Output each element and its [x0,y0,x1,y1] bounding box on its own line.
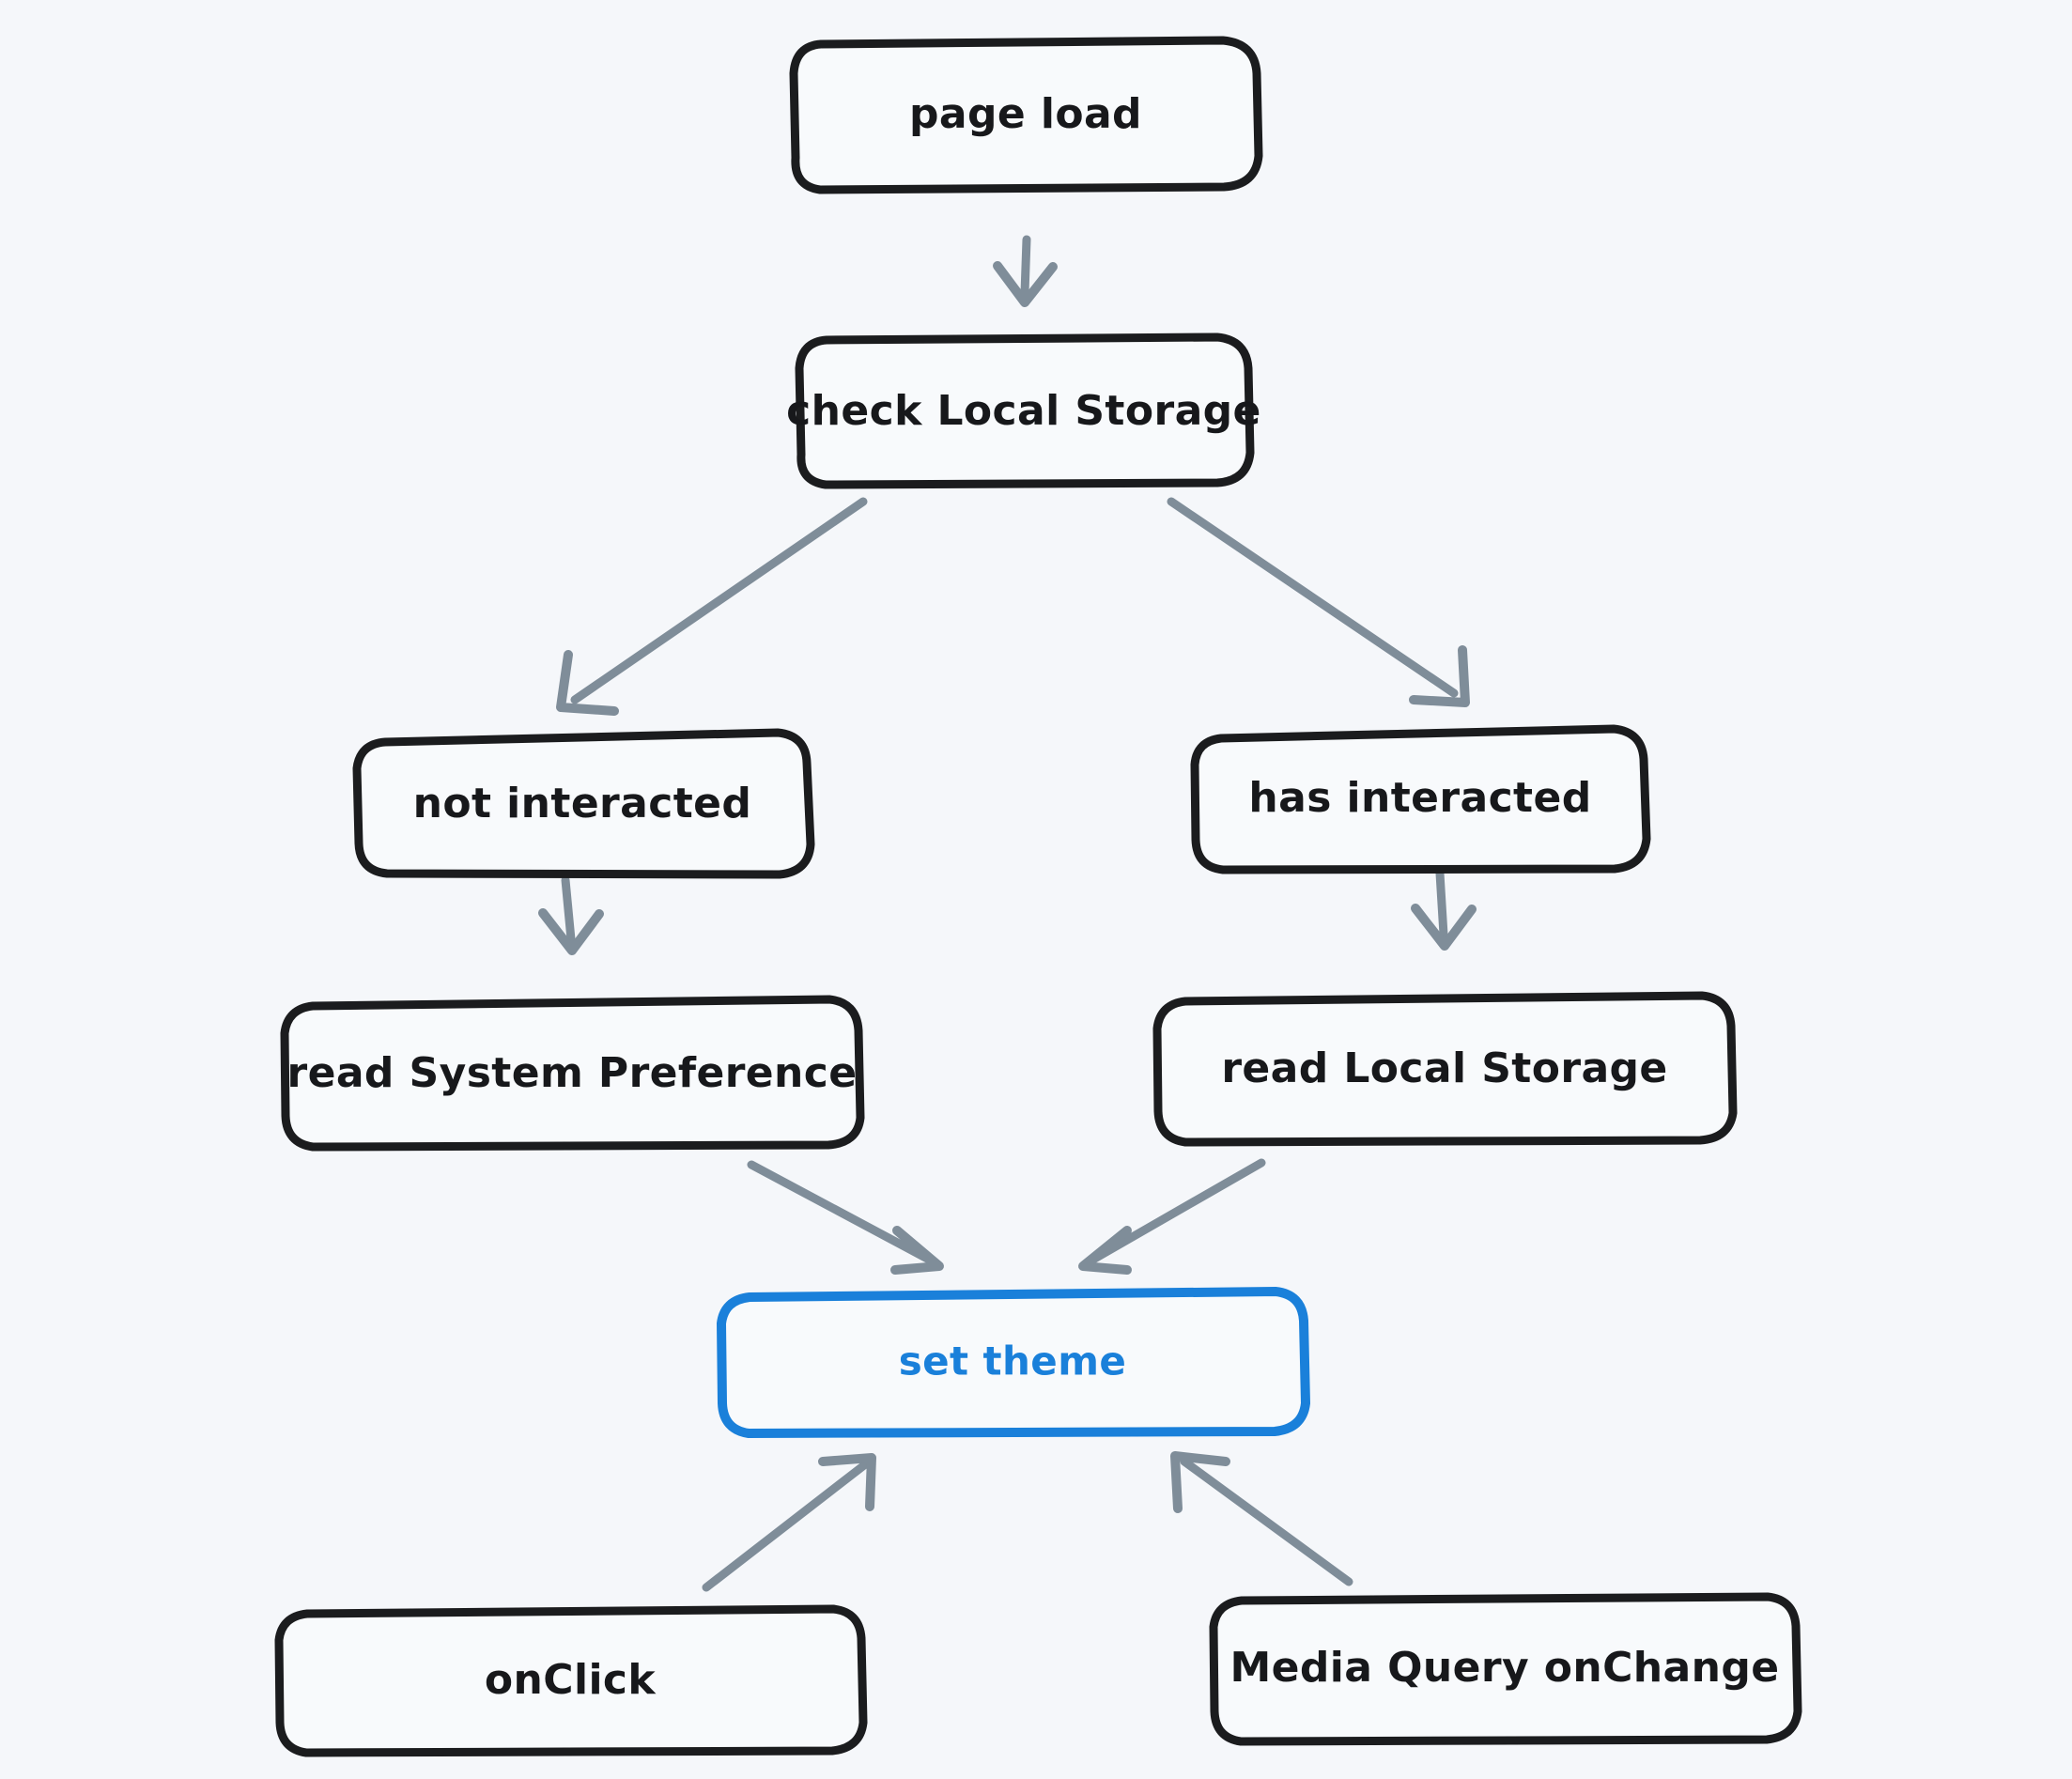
nodes-group: page load check Local Storage not intera… [274,36,1802,1757]
node-read-local-storage-label: read Local Storage [1221,1044,1667,1092]
node-onclick[interactable]: onClick [274,1604,868,1757]
edge-check-local-to-has-interacted [1167,497,1470,707]
node-page-load[interactable]: page load [789,36,1263,194]
node-read-local-storage[interactable]: read Local Storage [1152,991,1738,1147]
node-set-theme[interactable]: set theme [717,1287,1310,1438]
node-set-theme-label: set theme [899,1338,1127,1385]
node-check-local-storage-shape [795,333,1255,489]
node-page-load-shape [789,36,1263,194]
edge-media-query-to-set-theme [1170,1451,1353,1586]
node-has-interacted-shape [1190,724,1651,874]
edge-check-local-to-not-interacted [556,497,868,716]
node-set-theme-shape [717,1287,1310,1438]
node-media-query-onchange-label: Media Query onChange [1229,1644,1779,1692]
node-not-interacted[interactable]: not interacted [352,728,815,879]
edges-group [538,235,1477,1592]
edge-page-load-to-check-local [993,235,1058,307]
node-not-interacted-label: not interacted [413,780,752,828]
node-onclick-label: onClick [485,1656,657,1704]
edge-not-interacted-to-read-system-pref [538,875,604,955]
node-read-system-preference-label: read System Preference [286,1049,857,1097]
node-read-system-preference[interactable]: read System Preference [280,995,865,1152]
node-check-local-storage[interactable]: check Local Storage [786,333,1261,489]
edge-has-interacted-to-read-local [1411,869,1477,951]
node-has-interacted-label: has interacted [1248,774,1591,822]
node-read-local-storage-shape [1152,991,1738,1147]
node-read-system-preference-shape [280,995,865,1152]
node-has-interacted[interactable]: has interacted [1190,724,1651,874]
node-not-interacted-shape [352,728,815,879]
node-media-query-onchange[interactable]: Media Query onChange [1209,1592,1802,1746]
edge-read-system-pref-to-set-theme [747,1160,944,1275]
node-check-local-storage-label: check Local Storage [786,387,1261,435]
edge-read-local-to-set-theme [1078,1158,1266,1275]
edge-onclick-to-set-theme [702,1453,876,1592]
node-page-load-label: page load [909,90,1142,138]
node-media-query-onchange-shape [1209,1592,1802,1746]
node-onclick-shape [274,1604,868,1757]
